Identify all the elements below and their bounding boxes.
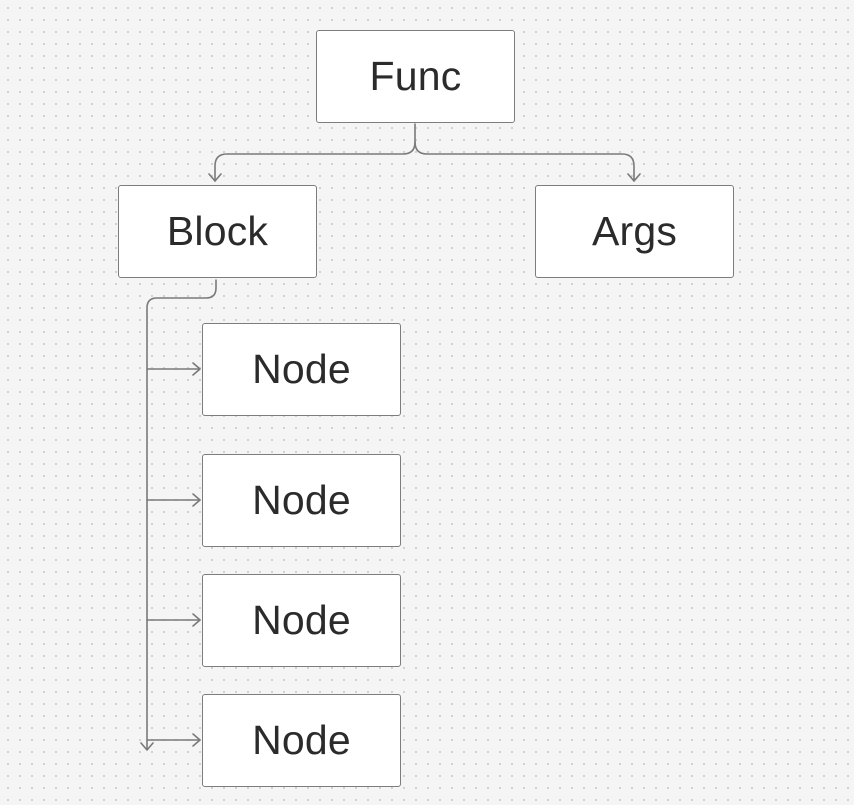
node-child-1[interactable]: Node	[202, 323, 401, 416]
node-args-label: Args	[591, 208, 678, 254]
node-func-label: Func	[369, 53, 462, 99]
arrowhead-node-2	[192, 493, 201, 507]
arrowhead-block	[208, 173, 222, 182]
node-block[interactable]: Block	[118, 185, 317, 278]
node-child-4-label: Node	[252, 717, 351, 763]
node-func[interactable]: Func	[316, 30, 515, 123]
node-child-2[interactable]: Node	[202, 454, 401, 547]
connector-func-to-children	[214, 123, 416, 182]
arrowhead-node-3	[192, 613, 201, 627]
node-args[interactable]: Args	[535, 185, 734, 278]
node-child-1-label: Node	[252, 346, 351, 392]
connector-func-to-args	[414, 141, 635, 182]
node-block-label: Block	[166, 208, 269, 254]
node-child-4[interactable]: Node	[202, 694, 401, 787]
node-child-3[interactable]: Node	[202, 574, 401, 667]
node-child-3-label: Node	[252, 597, 351, 643]
arrowhead-trunk-end	[140, 742, 154, 751]
node-child-2-label: Node	[252, 477, 351, 523]
arrowhead-args	[627, 173, 641, 182]
arrowhead-node-1	[192, 362, 201, 376]
arrowhead-node-4	[192, 733, 201, 747]
